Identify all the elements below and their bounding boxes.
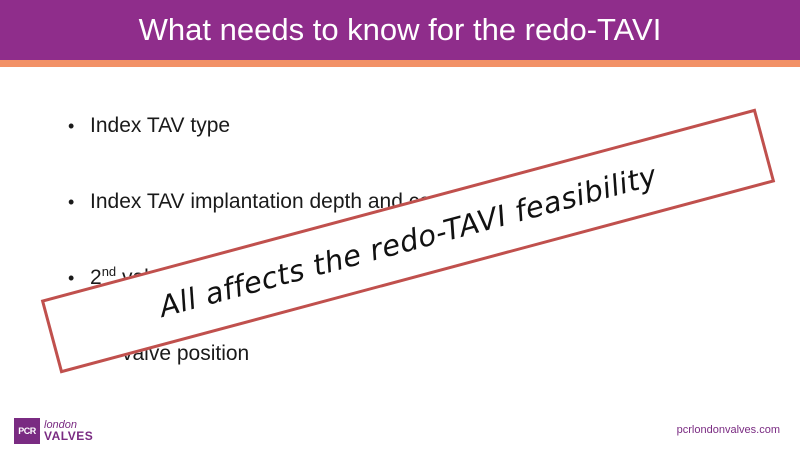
- bullet-item-1: • Index TAV type: [68, 114, 230, 138]
- title-bar: [0, 0, 800, 60]
- bullet-superscript: nd: [101, 264, 117, 279]
- bullet-text: Index TAV type: [90, 114, 231, 137]
- logo-wordmark: london VALVES: [44, 419, 94, 443]
- slide-title: What needs to know for the redo-TAVI: [138, 12, 662, 47]
- bullet-dot: •: [68, 268, 75, 288]
- bullet-dot: •: [68, 116, 75, 136]
- bullet-dot: •: [68, 192, 75, 212]
- footer-url: pcrlondonvalves.com: [676, 424, 780, 436]
- logo-top-text: london: [44, 419, 78, 431]
- title-accent-line: [0, 60, 800, 67]
- pcr-london-valves-logo: PCR london VALVES: [14, 417, 93, 445]
- logo-bottom-text: VALVES: [44, 429, 94, 443]
- bullet-prefix: 2: [90, 266, 102, 289]
- logo-mark: PCR: [14, 418, 40, 444]
